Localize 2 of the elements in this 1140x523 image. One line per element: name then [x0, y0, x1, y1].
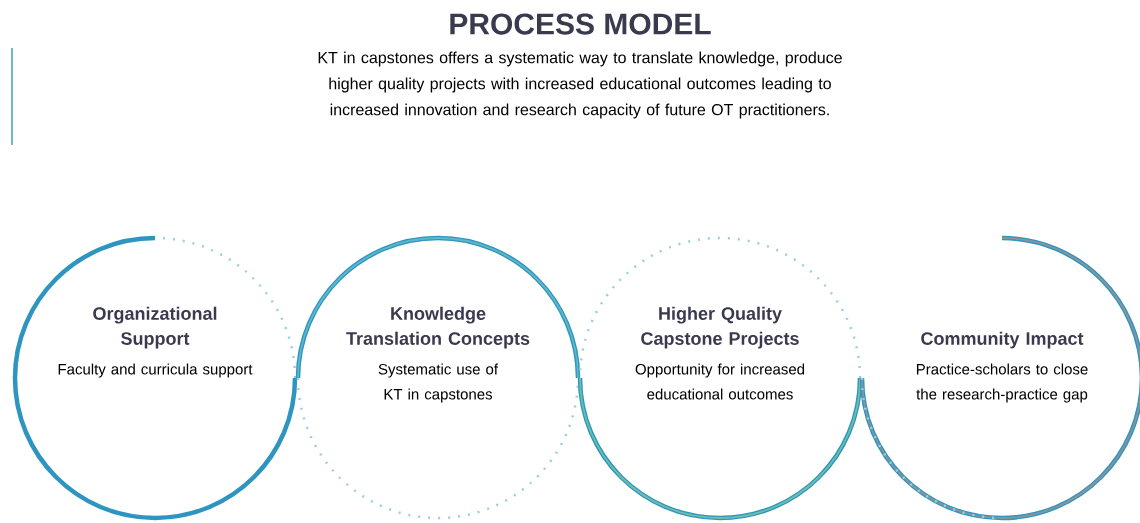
title: PROCESS MODEL: [450, 13, 711, 35]
intro-paragraph: KT in capstones offers a systematic way to translate knowledge, produce higher quality projects with increased educational outcomes leading to increased innovation and research capacity of future OT practitioners.: [318, 51, 842, 119]
